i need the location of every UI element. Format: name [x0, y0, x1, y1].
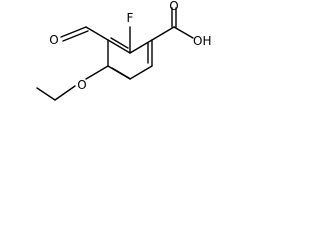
- bond-formyl-c-o-double-b: [62, 30, 89, 42]
- ring-bond-c1-c2: [129, 39, 153, 54]
- bond-ring-ether-o: [85, 65, 109, 80]
- ring-bond-c5-c6: [129, 65, 153, 80]
- bond-ring-carboxyl: [151, 26, 175, 41]
- chemical-structure-diagram: F O OH O O: [36, 0, 211, 101]
- ether-oxygen-label: O: [77, 78, 86, 92]
- aldehyde-oxygen-label: O: [49, 33, 58, 47]
- bond-carboxyl-c-oh: [173, 26, 194, 39]
- bond-ether-o-ch2: [54, 85, 76, 101]
- ring-bond-c4-c5-inner: [111, 67, 130, 79]
- bond-ring-formyl: [85, 26, 109, 41]
- ring-bond-c2-c3-inner: [110, 37, 129, 49]
- bond-formyl-c-o-double-a: [60, 26, 87, 38]
- fluorine-label: F: [127, 11, 134, 25]
- ring-bond-c2-c3: [107, 39, 131, 54]
- carbonyl-oxygen-label: O: [169, 0, 178, 13]
- benzene-ring: [107, 37, 153, 80]
- hydroxyl-label: OH: [193, 34, 211, 48]
- bond-ch2-ch3: [36, 87, 56, 101]
